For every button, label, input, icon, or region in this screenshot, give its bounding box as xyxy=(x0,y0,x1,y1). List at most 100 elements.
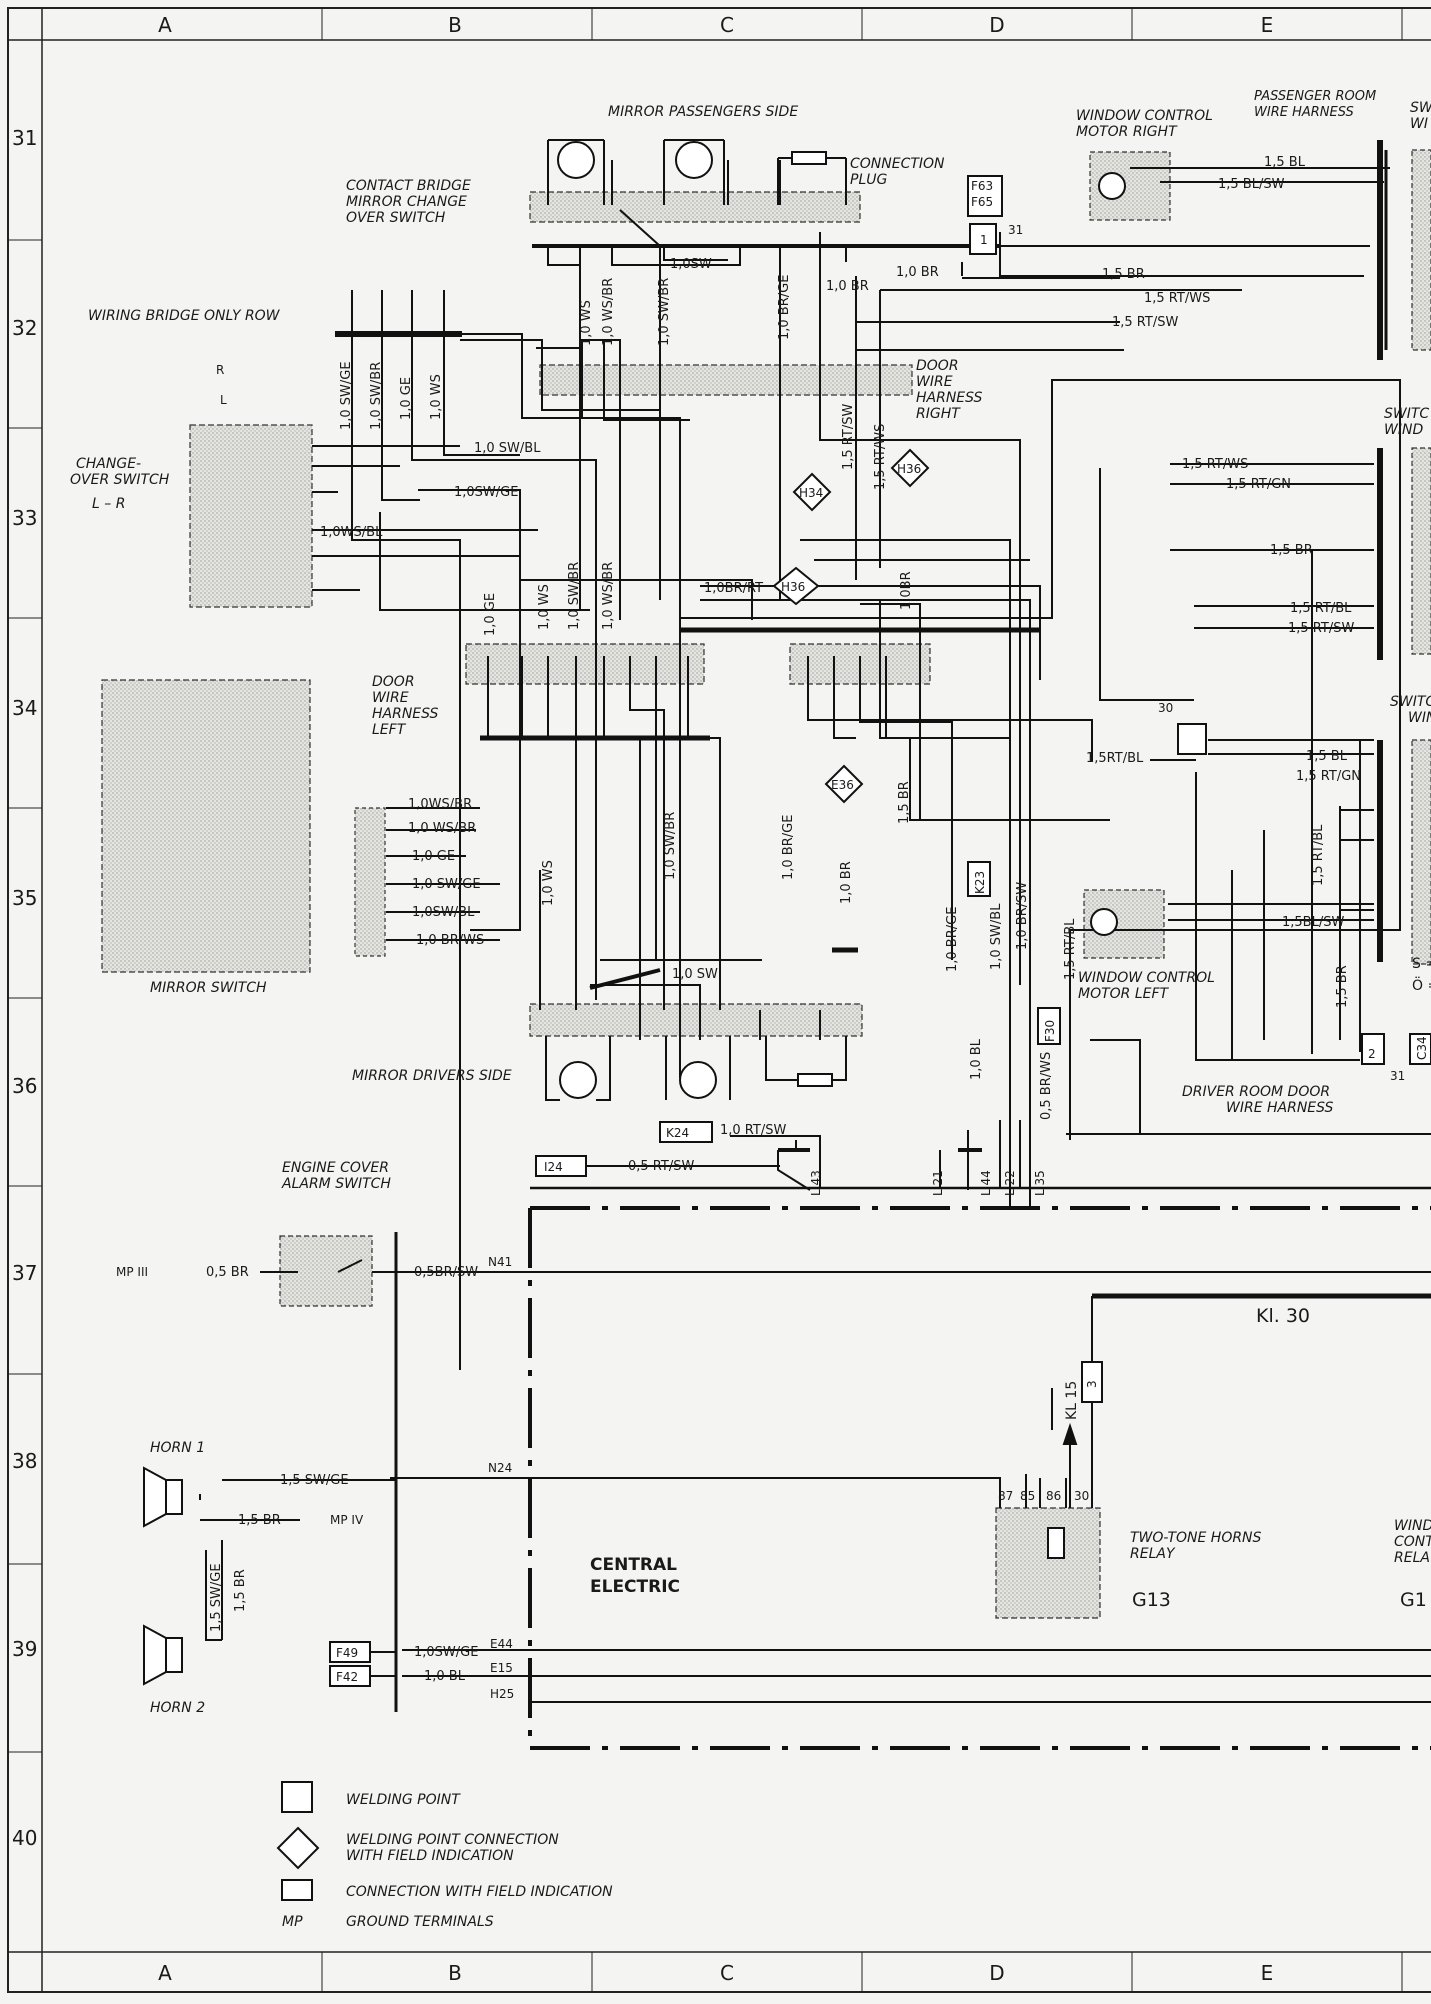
wire-label: 1,0 SW/BR xyxy=(567,562,582,630)
o-note: Ö = xyxy=(1412,976,1431,994)
row-label-31: 31 xyxy=(12,126,37,150)
wire-label: 1,5 BL xyxy=(1264,155,1306,170)
wire-labels-vertical: 1,0 WS 1,0 WS/BR 1,0 SW/BR 1,0 BR/GE 1,0… xyxy=(209,275,1350,1632)
mirror-passenger-heading: MIRROR PASSENGERS SIDE xyxy=(608,104,798,120)
row-labels: 31 32 33 34 35 36 37 38 39 40 xyxy=(8,126,42,1850)
wire-label: 1,0 BR/WS xyxy=(416,933,484,948)
mirror-switch-box xyxy=(101,679,311,973)
door-harness-right-heading-2: WIRE xyxy=(916,374,953,390)
col-label-c: C xyxy=(720,13,734,37)
block-label-k24: K24 xyxy=(666,1126,689,1140)
wire-label: 1,0BR/RT xyxy=(704,581,763,596)
driver-mirror-motor-1 xyxy=(559,1061,597,1099)
driver-room-harness-heading-1: DRIVER ROOM DOOR xyxy=(1182,1084,1330,1100)
s-note: S = xyxy=(1412,956,1431,972)
wire-label: 1,0 RT/SW xyxy=(720,1123,786,1138)
window-relay-heading-2: CONT xyxy=(1394,1534,1431,1550)
block-c34 xyxy=(1409,1033,1431,1065)
passenger-room-harness-heading-1: PASSENGER ROOM xyxy=(1254,89,1376,104)
two-tone-heading-1: TWO-TONE HORNS xyxy=(1130,1530,1262,1546)
engine-cover-heading-2: ALARM SWITCH xyxy=(281,1176,391,1192)
col-label-d-bottom: D xyxy=(989,1961,1004,1985)
wire-label: 0,5 BR xyxy=(206,1265,249,1280)
switch-window-right-3 xyxy=(1411,739,1431,965)
wire-label: 1,0 BR/SW xyxy=(1015,882,1030,950)
frame xyxy=(7,7,1431,1993)
door-harness-left-heading-3: HARNESS xyxy=(372,706,439,722)
wire-label: 1,0 WS/BR xyxy=(601,562,616,630)
horn2-heading: HORN 2 xyxy=(150,1700,205,1716)
headings: MIRROR PASSENGERS SIDE CONNECTION PLUG W… xyxy=(70,89,1431,1716)
wire-label: 1,0 BR/GE xyxy=(781,815,796,880)
block-i24 xyxy=(535,1155,587,1177)
connector-label: MP III xyxy=(116,1265,148,1279)
block-f63-f65 xyxy=(967,175,1003,217)
wire-label: 1,5 RT/WS xyxy=(1182,457,1248,472)
block-f49 xyxy=(329,1641,371,1663)
wire-label: 1,5 BR xyxy=(233,1569,248,1612)
door-harness-right-plug xyxy=(539,364,913,396)
switch-window-r2-heading-2: WIND xyxy=(1384,422,1423,438)
wire-label: 1,0 SW/GE xyxy=(412,877,481,892)
col-label-c-bottom: C xyxy=(720,1961,734,1985)
switch-window-r3-heading-1: SWITC xyxy=(1390,694,1431,710)
change-over-heading-2: OVER SWITCH xyxy=(70,472,170,488)
wire-label: 1,5BL/SW xyxy=(1282,915,1344,930)
col-label-e: E xyxy=(1261,13,1274,37)
passenger-mirror-plug xyxy=(529,191,861,223)
change-over-heading-1: CHANGE- xyxy=(76,456,141,472)
driver-mirror-motor-2 xyxy=(679,1061,717,1099)
component-areas xyxy=(101,149,1431,1619)
connector-label: 30 xyxy=(1074,1489,1089,1503)
legend-welding-connection-1: WELDING POINT CONNECTION xyxy=(346,1832,559,1848)
wire-label: 1,0 GE xyxy=(483,593,498,636)
block-label-h34: H34 xyxy=(799,486,823,500)
wire-labels: 1,5 BL 1,5 BL/SW 1,5 BR 1,5 RT/WS 1,5 RT… xyxy=(206,155,1361,1684)
legend-welding-point: WELDING POINT xyxy=(346,1792,461,1808)
block-label-f65: F65 xyxy=(971,195,993,209)
window-relay-id: G1 xyxy=(1400,1589,1427,1611)
central-electric-label-1: CENTRAL xyxy=(590,1555,677,1575)
legend-diamond-symbol xyxy=(276,1826,320,1870)
switch-window-right-2 xyxy=(1411,447,1431,655)
window-relay-heading-3: RELA xyxy=(1394,1550,1430,1566)
legend-rect-symbol xyxy=(281,1879,313,1901)
kl15-arrow xyxy=(1062,1422,1078,1508)
kl15-label: KL 15 xyxy=(1064,1381,1080,1420)
wire-label: 0,5BR/SW xyxy=(414,1265,478,1280)
connector-label: 31 xyxy=(1390,1069,1405,1083)
block-k24 xyxy=(659,1121,713,1143)
row-label-36: 36 xyxy=(12,1074,37,1098)
wire-label: 1,0 GE xyxy=(412,849,455,864)
wire-label: 1,0 SW xyxy=(672,967,718,982)
wire-label: 1,0 WS/BR xyxy=(408,821,476,836)
door-harness-left-heading-2: WIRE xyxy=(372,690,409,706)
row-label-39: 39 xyxy=(12,1637,37,1661)
driver-mirror-heater xyxy=(797,1073,833,1087)
connection-plug-heading-1: CONNECTION xyxy=(850,156,945,172)
central-electric-wires xyxy=(199,1232,1431,1712)
legend-connection-field: CONNECTION WITH FIELD INDICATION xyxy=(346,1884,613,1900)
diamond-h34 xyxy=(792,472,832,512)
wire-label: 1,5 BR xyxy=(238,1513,281,1528)
components xyxy=(143,139,1431,1901)
passenger-mirror-heater xyxy=(791,151,827,165)
connector-label: L 21 xyxy=(931,1170,945,1196)
connector-label: 30 xyxy=(1158,701,1173,715)
connector-label: MP IV xyxy=(330,1513,364,1527)
mirror-driver-heading: MIRROR DRIVERS SIDE xyxy=(352,1068,512,1084)
wire-label: 1,5 BR xyxy=(897,781,912,824)
wire-label: 1,0 SW/BR xyxy=(657,278,672,346)
connector-label: N24 xyxy=(488,1461,512,1475)
row-label-37: 37 xyxy=(12,1261,37,1285)
wire-label: 1,5 BL xyxy=(1306,749,1348,764)
wire-label: 1,5 RT/BL xyxy=(1311,824,1326,886)
wire-label: 1,0 WS xyxy=(537,584,552,630)
door-harness-right-heading-3: HARNESS xyxy=(916,390,983,406)
welding-point-2 xyxy=(1361,1033,1385,1065)
wire-label: 1,0 WS/BR xyxy=(601,278,616,346)
row-label-38: 38 xyxy=(12,1449,37,1473)
window-motor-left-heading-2: MOTOR LEFT xyxy=(1078,986,1170,1002)
connector-label: L xyxy=(220,393,227,407)
switch-window-right-1 xyxy=(1411,149,1431,351)
